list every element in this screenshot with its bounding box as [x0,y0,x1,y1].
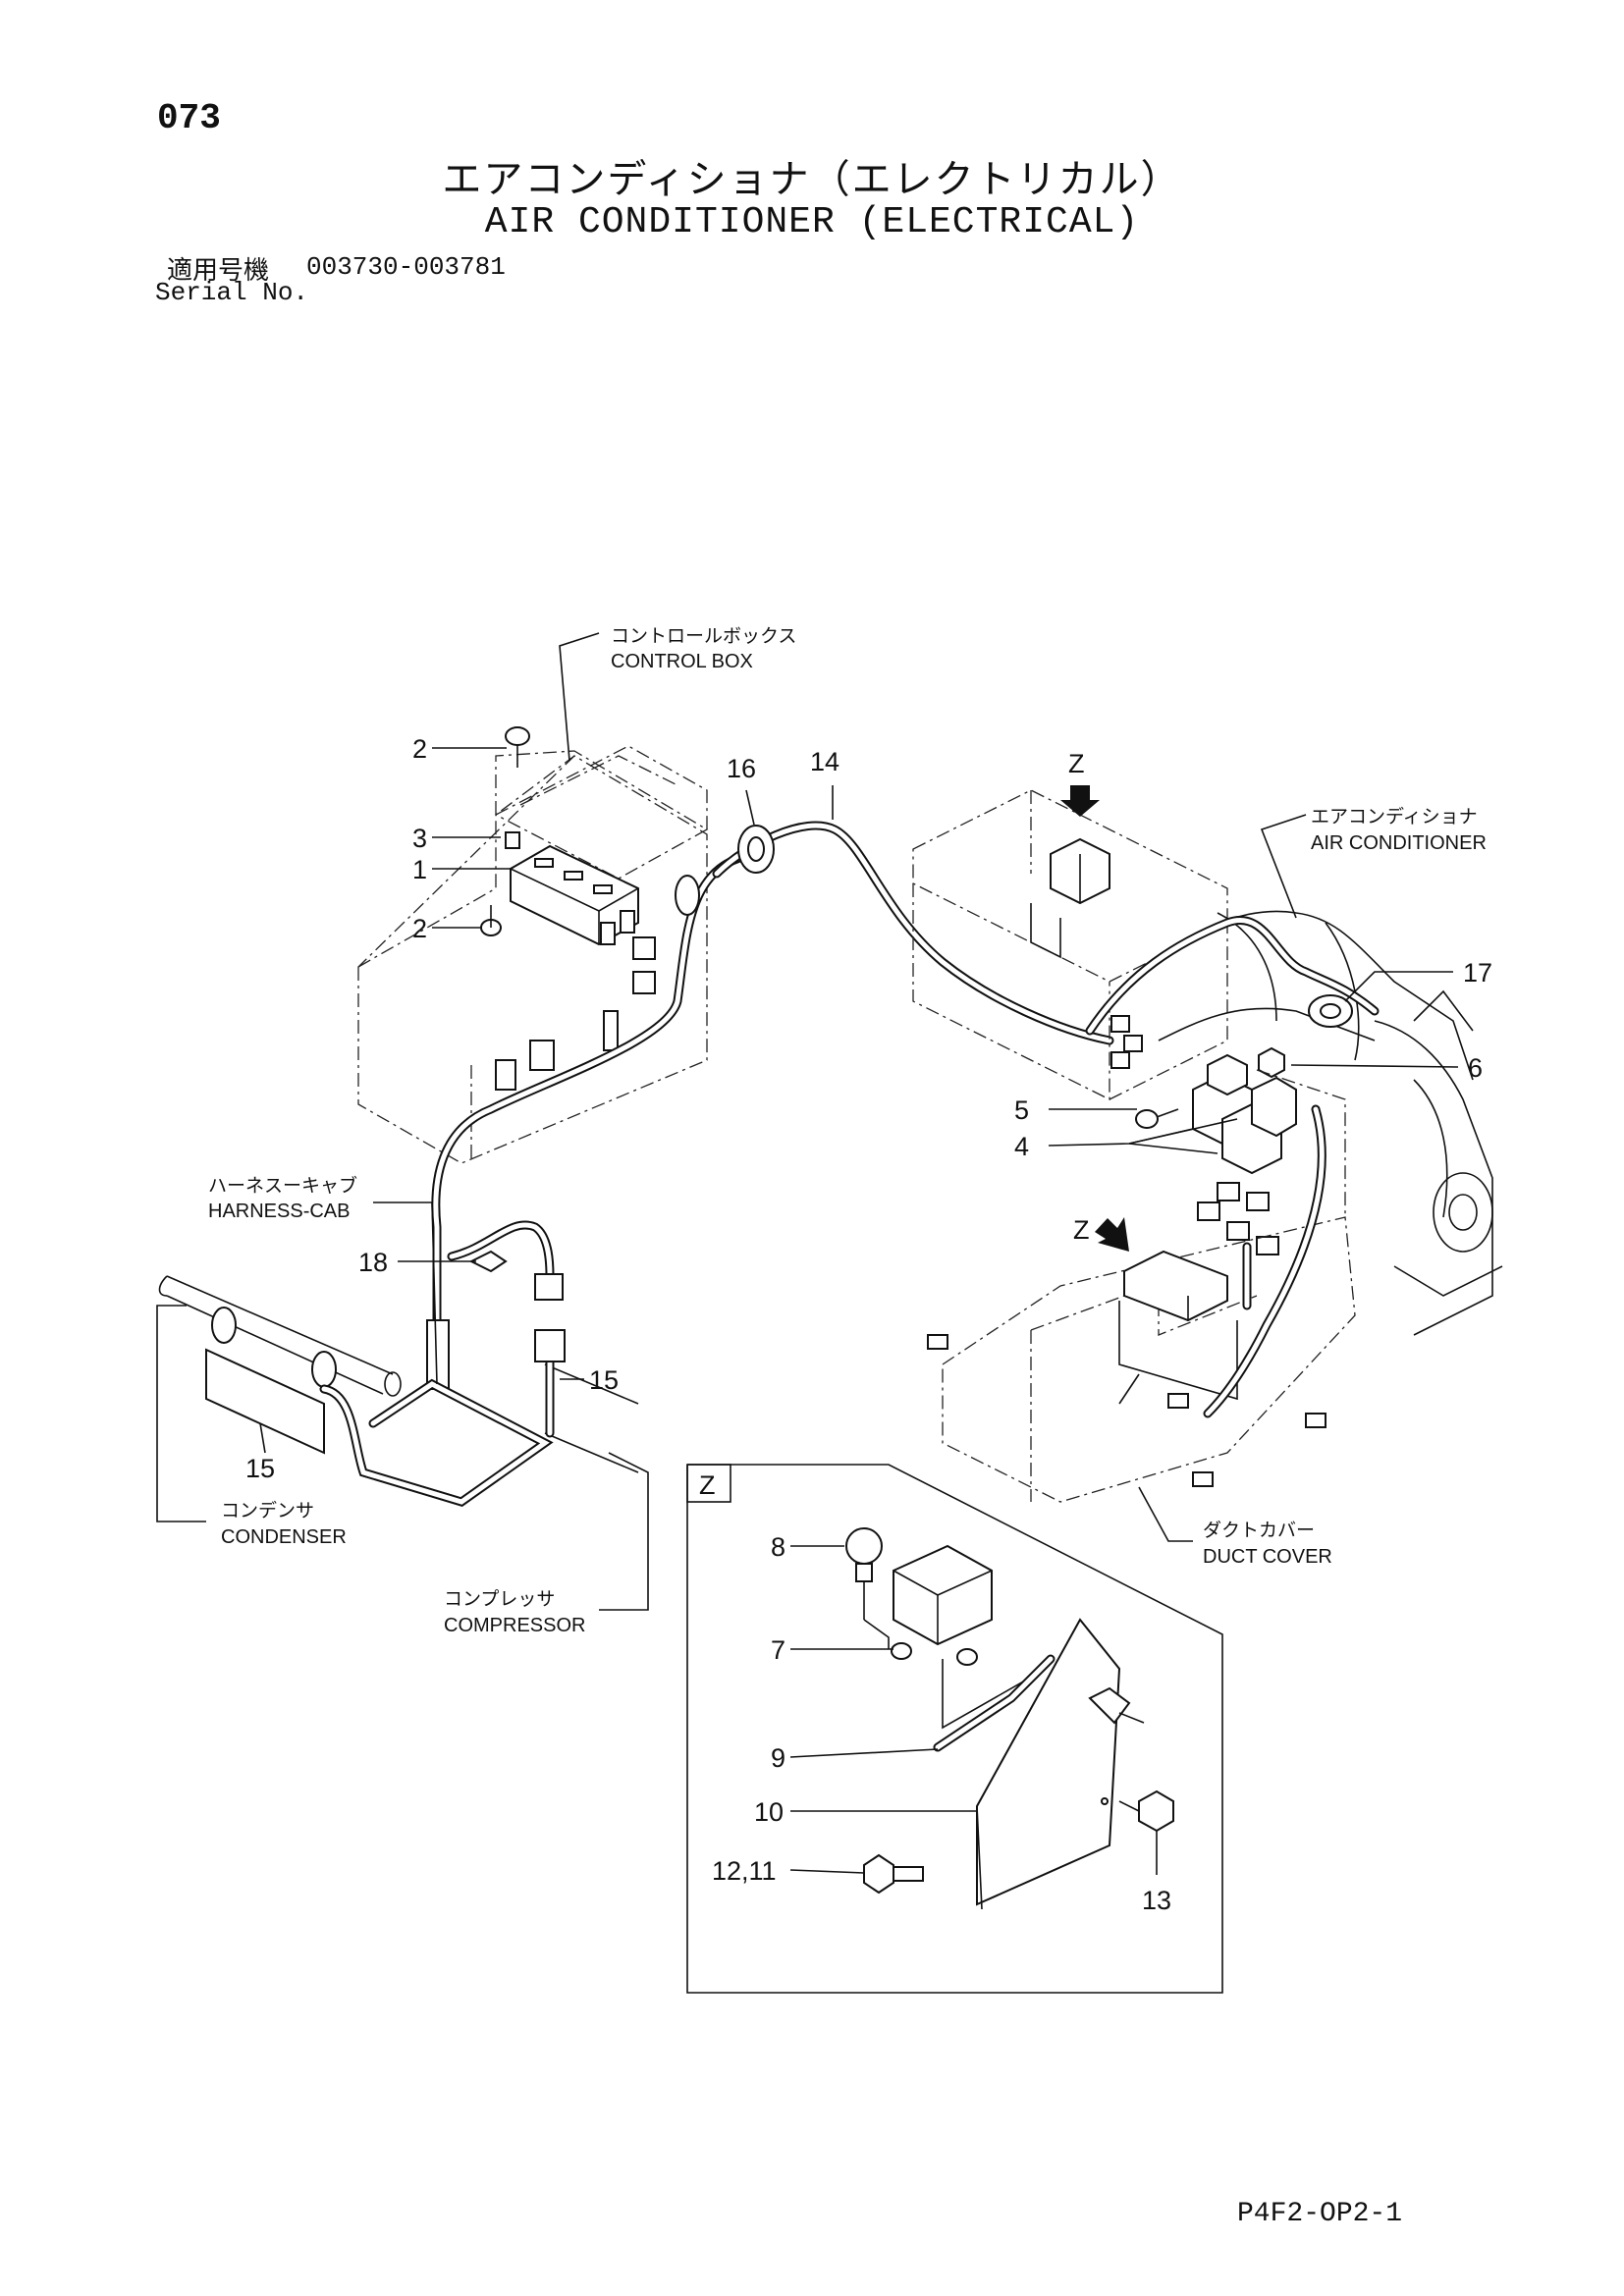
connectors-cab [495,936,656,1091]
callout-2-top: 2 [412,734,427,764]
control-box-panel [495,745,708,829]
control-module-lower [1118,1250,1238,1409]
compressor-label: COMPRESSOR [444,1615,585,1636]
condenser-label-jp: コンデンサ [221,1500,314,1522]
callout-17: 17 [1463,958,1492,988]
harness-air-conditioner [1085,916,1380,1036]
leader-lines [156,632,1459,1875]
callout-7: 7 [771,1635,785,1665]
detail-bolt-12-11 [863,1853,924,1895]
serial-range: 003730-003781 [306,252,506,282]
callout-8: 8 [771,1532,785,1562]
callout-z-top: Z [1068,749,1085,778]
callout-5: 5 [1014,1095,1029,1125]
drawing-number: P4F2-OP2-1 [1237,2199,1403,2229]
air-conditioner-housing [912,789,1228,1101]
callout-15-right: 15 [589,1365,619,1395]
callout-12-11: 12,11 [712,1856,777,1886]
detail-controller [863,1544,993,1666]
compressor-label-jp: コンプレッサ [444,1588,555,1610]
view-z-arrow-top [1060,785,1100,817]
duct-cover-label-jp: ダクトカバー [1203,1520,1315,1541]
page-number: 073 [157,98,221,138]
serial-label: Serial No. [155,278,309,307]
air-conditioner-label-jp: エアコンディショナ [1311,806,1478,828]
grommet [675,825,775,916]
condenser-label: CONDENSER [221,1526,347,1548]
callout-14: 14 [810,747,839,776]
callout-13: 13 [1142,1886,1171,1915]
detail-bracket-10 [976,1618,1145,1910]
callout-9: 9 [771,1743,785,1773]
detail-nut-13 [1118,1789,1174,1833]
bolt-5 [1135,1108,1179,1129]
detail-harness-9 [933,1654,1056,1752]
duct-cover [927,1069,1356,1503]
detail-view-z-frame [686,1464,1223,1994]
callout-6: 6 [1468,1053,1483,1083]
harness-15 [534,1329,566,1438]
callout-4: 4 [1014,1132,1029,1161]
relay-box-top [1030,837,1143,1069]
control-box-label: CONTROL BOX [611,651,753,672]
screw-side [480,905,502,936]
serial-label-japanese: 適用号機 [167,256,270,286]
page-title-japanese: エアコンディショナ（エレクトリカル） [442,157,1182,202]
duct-cover-label: DUCT COVER [1203,1546,1332,1568]
harness-cab-label-jp: ハーネスーキャブ [208,1174,357,1197]
air-conditioner-label: AIR CONDITIONER [1311,832,1487,854]
harness-14 [712,821,1114,1045]
control-box-label-jp: コントロールボックス [611,625,796,647]
callout-3: 3 [412,824,427,853]
view-z-arrow-mid [1095,1217,1129,1252]
page-title: AIR CONDITIONER (ELECTRICAL) [484,201,1140,243]
callout-16: 16 [727,754,756,783]
cab-outline [357,750,709,1164]
callout-10: 10 [754,1797,784,1827]
relays [1192,1053,1297,1255]
screw-top [505,726,530,768]
detail-bolt-8 [845,1527,883,1620]
control-unit [510,844,639,946]
callout-18: 18 [358,1248,388,1277]
clamp-17 [1308,994,1353,1028]
condenser [158,1275,402,1455]
callout-15-left: 15 [245,1454,275,1483]
harness-18 [447,1220,564,1301]
callout-z-box: Z [699,1470,716,1500]
harness-cab-label: HARNESS-CAB [208,1201,350,1222]
callout-2-side: 2 [412,914,427,943]
washer [505,831,520,849]
compressor-pipes [319,1363,639,1507]
harness-lower [1203,1104,1326,1418]
callout-1: 1 [412,855,427,884]
callout-z-mid: Z [1073,1215,1090,1245]
